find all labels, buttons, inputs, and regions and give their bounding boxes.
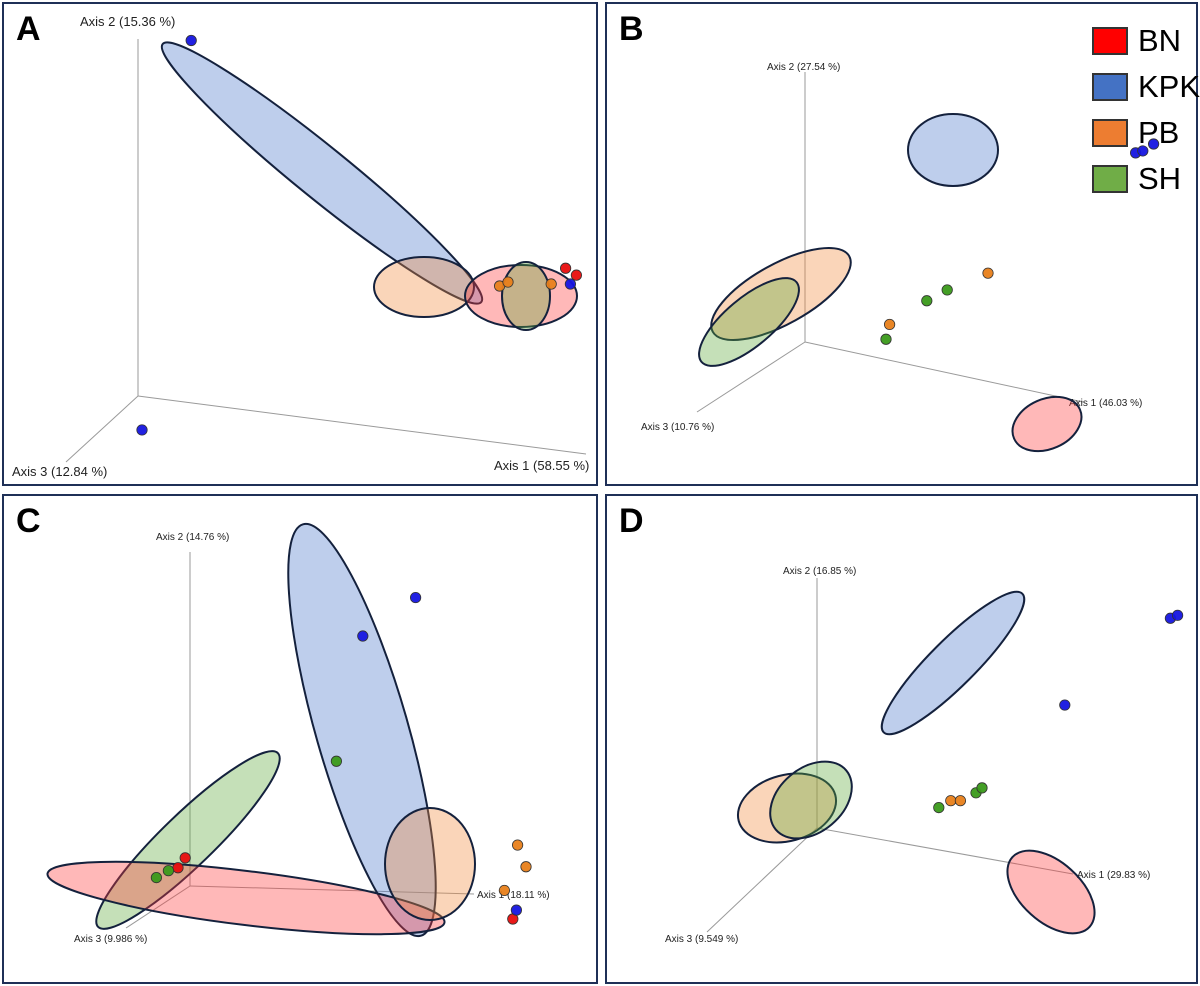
- legend-label-bn: BN: [1138, 23, 1182, 58]
- point-sh-b-0: [921, 295, 933, 307]
- point-pb-d-1: [954, 795, 966, 807]
- point-pb-c-2: [498, 884, 510, 897]
- point-pb-c-0: [511, 839, 524, 851]
- legend-swatch-pb: [1092, 119, 1128, 147]
- axis3-line-c: [125, 885, 191, 929]
- ellipse-pb-c: [384, 807, 476, 921]
- axis1-label-a: Axis 1 (58.55 %): [494, 458, 589, 473]
- panel-c-plot: Axis 2 (14.76 %) Axis 1 (18.11 %) Axis 3 (…: [46, 522, 550, 945]
- point-bn-c-1: [172, 862, 184, 874]
- legend-label-kpk: KPK: [1137, 69, 1200, 104]
- axis2-label-d: Axis 2 (16.85 %): [783, 566, 856, 577]
- axis3-line-a: [65, 395, 139, 463]
- axis1-line-b: [804, 341, 1084, 403]
- ellipse-sh-d: [769, 760, 853, 840]
- axis1-line-d: [816, 827, 1074, 875]
- panel-c: Axis 2 (14.76 %) Axis 1 (18.11 %) Axis 3 (…: [2, 494, 598, 984]
- point-sh-c-2: [150, 871, 162, 884]
- point-sh-d-1: [976, 782, 988, 794]
- axis3-line-d: [706, 827, 818, 933]
- point-kpk-a-2: [564, 278, 577, 290]
- ellipse-pb-d: [736, 772, 838, 844]
- panel-letter-c: C: [16, 502, 41, 540]
- point-pb-b-0: [982, 267, 994, 279]
- axis1-label-d: Axis 1 (29.83 %): [1077, 870, 1150, 881]
- panel-letter-d: D: [619, 502, 644, 540]
- panel-a-plot: Axis 2 (15.36 %) Axis 1 (58.55 %) Axis 3 (…: [12, 14, 589, 479]
- legend-swatch-sh: [1092, 165, 1128, 193]
- point-kpk-a-1: [136, 424, 148, 436]
- point-pb-c-1: [520, 861, 532, 873]
- legend-swatch-bn: [1092, 27, 1128, 55]
- ellipse-sh-b: [698, 277, 800, 367]
- ellipse-bn-b: [1011, 395, 1083, 453]
- point-kpk-b-1: [1137, 145, 1149, 157]
- axis3-label-d: Axis 3 (9.549 %): [665, 934, 738, 945]
- panel-b-plot: Axis 2 (27.54 %) Axis 1 (46.03 %) Axis 3 (…: [641, 62, 1160, 453]
- point-kpk-c-1: [357, 630, 369, 642]
- axis1-line-c: [189, 885, 475, 895]
- point-pb-d-0: [945, 795, 957, 807]
- point-kpk-d-1: [1171, 609, 1184, 621]
- point-sh-b-1: [941, 284, 953, 296]
- axis1-label-c: Axis 1 (18.11 %): [477, 890, 550, 901]
- panel-letter-a: A: [16, 10, 41, 48]
- axis2-label-b: Axis 2 (27.54 %): [767, 62, 840, 73]
- panel-d: Axis 2 (16.85 %) Axis 1 (29.83 %) Axis 3 (…: [605, 494, 1198, 984]
- ellipse-pb-b: [710, 246, 852, 342]
- legend-item-bn: BN: [1092, 18, 1200, 64]
- point-kpk-c-2: [510, 904, 523, 916]
- point-kpk-b-2: [1147, 138, 1160, 150]
- panel-a: Axis 2 (15.36 %) Axis 1 (58.55 %) Axis 3 (…: [2, 2, 598, 486]
- legend-label-sh: SH: [1138, 161, 1182, 196]
- point-kpk-c-0: [409, 591, 422, 604]
- panel-letter-b: B: [619, 10, 644, 48]
- ellipse-kpk-c: [287, 522, 437, 938]
- point-kpk-a-0: [185, 34, 197, 47]
- axis3-label-a: Axis 3 (12.84 %): [12, 464, 107, 479]
- axis2-label-a: Axis 2 (15.36 %): [80, 14, 175, 29]
- point-bn-a-1: [570, 269, 583, 281]
- legend-label-pb: PB: [1138, 115, 1180, 150]
- legend-item-kpk: KPK: [1092, 64, 1200, 110]
- point-sh-c-1: [162, 865, 174, 877]
- legend-swatch-kpk: [1092, 73, 1128, 101]
- ellipse-kpk-a: [160, 41, 484, 305]
- point-bn-a-0: [559, 262, 572, 274]
- point-bn-c-0: [179, 852, 191, 864]
- point-pb-a-2: [545, 278, 557, 290]
- point-sh-c-0: [330, 755, 342, 767]
- ellipse-sh-c: [95, 750, 281, 930]
- axis2-label-c: Axis 2 (14.76 %): [156, 532, 229, 543]
- point-pb-b-1: [883, 318, 896, 331]
- axis3-label-b: Axis 3 (10.76 %): [641, 422, 714, 433]
- point-sh-d-2: [933, 801, 945, 814]
- ellipse-kpk-b: [907, 113, 999, 187]
- axis3-line-b: [696, 341, 806, 413]
- axis1-label-b: Axis 1 (46.03 %): [1069, 398, 1142, 409]
- ellipse-kpk-d: [880, 590, 1026, 736]
- ellipse-sh-a: [501, 261, 551, 331]
- legend-item-pb: PB: [1092, 110, 1200, 156]
- axis1-line-a: [137, 395, 587, 455]
- ellipse-bn-d: [1006, 849, 1096, 935]
- ellipse-pb-a: [373, 256, 475, 318]
- axis3-label-c: Axis 3 (9.986 %): [74, 934, 147, 945]
- panel-d-plot: Axis 2 (16.85 %) Axis 1 (29.83 %) Axis 3 (…: [665, 566, 1184, 945]
- legend-item-sh: SH: [1092, 156, 1200, 202]
- point-sh-b-2: [880, 333, 892, 345]
- legend: BN KPK PB SH: [1092, 18, 1200, 202]
- ellipse-bn-c: [46, 860, 446, 936]
- point-kpk-d-2: [1059, 699, 1071, 711]
- point-pb-a-1: [502, 276, 514, 288]
